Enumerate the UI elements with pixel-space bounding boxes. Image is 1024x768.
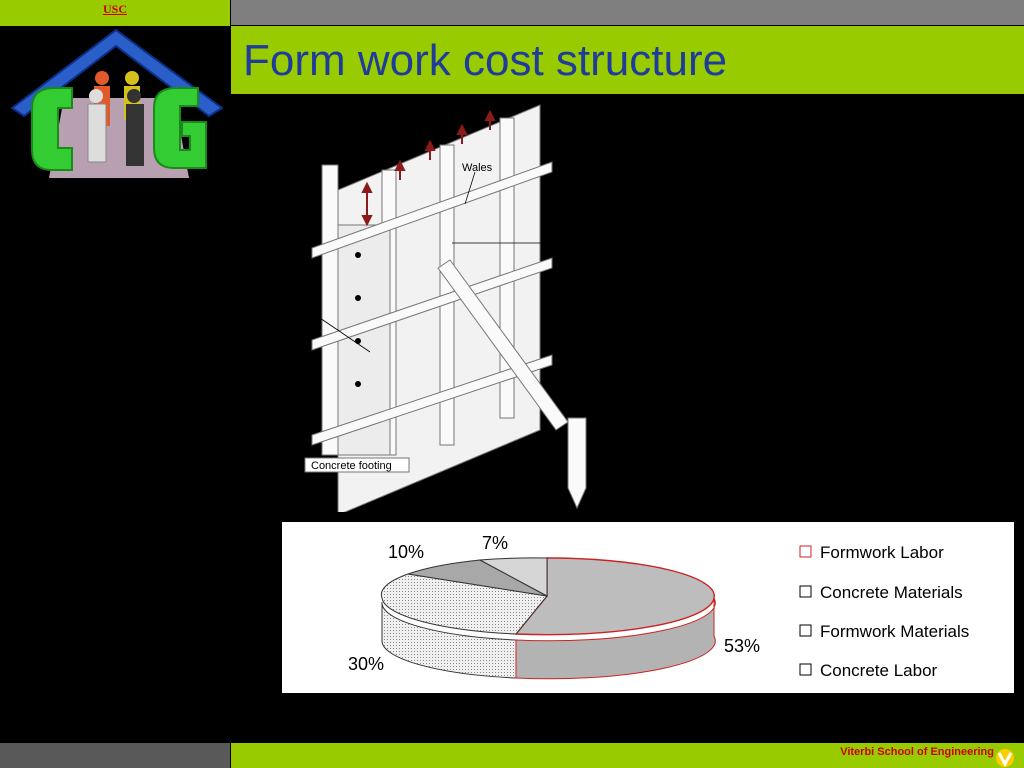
bottom-gray-bar [0, 743, 230, 768]
house-logo-icon [10, 28, 224, 178]
footing-label: Concrete footing [311, 460, 392, 472]
pct-formwork-materials: 10% [388, 542, 424, 562]
pie-chart-panel: 53% 30% 10% 7% Formwork Labor Concrete M… [282, 522, 1014, 693]
pct-concrete-labor: 7% [482, 533, 508, 553]
legend-box-formwork-materials [799, 624, 812, 637]
legend-box-concrete-materials [799, 585, 812, 598]
wales-label: Wales [462, 162, 493, 174]
viterbi-logo-icon [996, 749, 1014, 767]
slice-formwork-materials [407, 559, 548, 597]
pct-formwork-labor: 53% [724, 636, 760, 656]
top-left-bar: USC [0, 0, 230, 26]
pct-concrete-materials: 30% [348, 654, 384, 674]
legend-box-formwork-labor [799, 545, 812, 558]
legend-box-concrete-labor [799, 663, 812, 676]
top-gray-bar [231, 0, 1024, 25]
usc-link[interactable]: USC [102, 2, 127, 16]
slice-concrete-materials [380, 573, 548, 635]
legend-concrete-materials: Concrete Materials [820, 583, 963, 602]
footer-school-text: Viterbi School of Engineering [840, 746, 994, 758]
bottom-green-bar: Viterbi School of Engineering [231, 743, 1024, 768]
formwork-diagram: Wales Concrete footing [304, 104, 587, 512]
title-band: Form work cost structure [231, 26, 1024, 94]
legend-concrete-labor: Concrete Labor [820, 661, 938, 680]
slice-formwork-labor [514, 557, 715, 636]
legend-formwork-materials: Formwork Materials [820, 622, 969, 641]
slice-concrete-labor [478, 557, 548, 597]
legend-formwork-labor: Formwork Labor [820, 543, 944, 562]
slide-title: Form work cost structure [243, 36, 728, 85]
pie-chart: 53% 30% 10% 7% Formwork Labor Concrete M… [348, 533, 969, 680]
